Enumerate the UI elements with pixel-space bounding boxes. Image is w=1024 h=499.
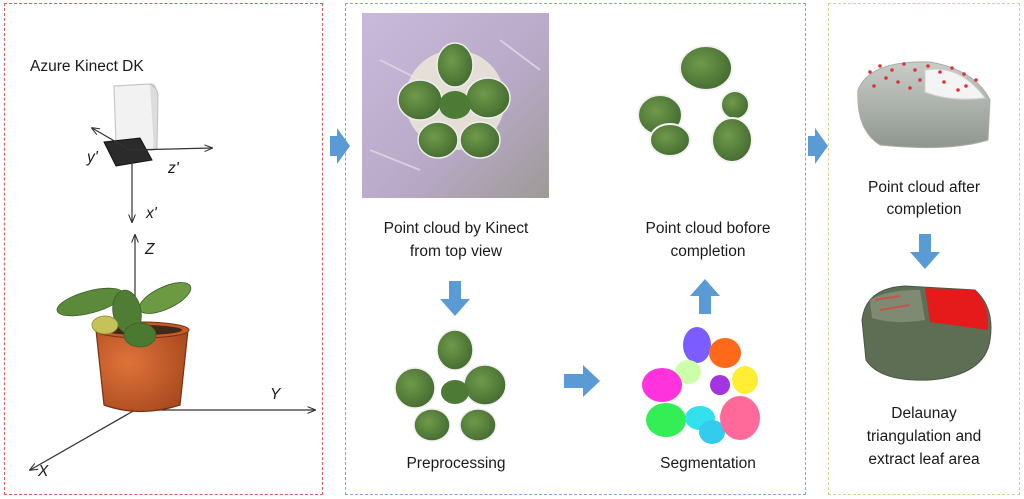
segmentation-label: Segmentation <box>660 455 756 472</box>
arrow-right-2 <box>808 128 828 164</box>
potted-plant <box>56 282 192 413</box>
completed-point-cloud <box>857 61 991 149</box>
after-completion-line2: completion <box>886 201 962 218</box>
kinect-caption-line2: from top view <box>409 243 503 260</box>
axis-x-prime-label: x' <box>146 205 157 222</box>
plant-top-view <box>397 42 511 159</box>
flow-arrows <box>330 128 940 397</box>
segmented-leaves <box>642 327 760 444</box>
kinect-device <box>103 83 159 167</box>
axis-y-prime-label: y' <box>87 149 98 166</box>
arrow-down-delaunay <box>910 234 940 269</box>
delaunay-line1: Delaunay <box>891 405 957 422</box>
axis-x-label: X <box>38 463 49 480</box>
arrow-right-segment <box>564 365 600 397</box>
arrow-right-1 <box>330 128 350 164</box>
delaunay-line3: extract leaf area <box>868 451 980 468</box>
device-label: Azure Kinect DK <box>30 58 144 75</box>
completion-panel <box>828 3 1020 495</box>
delaunay-line2: triangulation and <box>866 428 982 445</box>
camera-axes <box>92 128 212 222</box>
axis-z-prime-label: z' <box>168 160 179 177</box>
acquisition-panel <box>4 3 323 495</box>
preprocessed-plant <box>394 329 507 442</box>
processing-panel <box>345 3 806 495</box>
arrow-up-completion <box>690 279 720 314</box>
kinect-caption-line1: Point cloud by Kinect <box>383 220 529 237</box>
before-completion-line2: completion <box>670 243 746 260</box>
axis-y-label: Y <box>270 386 281 403</box>
point-cloud-before-completion <box>637 45 753 163</box>
before-completion-line1: Point cloud bofore <box>645 220 771 237</box>
preprocessing-label: Preprocessing <box>406 455 506 472</box>
after-completion-line1: Point cloud after <box>867 179 980 196</box>
arrow-down-preprocess <box>440 281 470 316</box>
delaunay-mesh <box>861 285 992 381</box>
axis-z-label: Z <box>145 241 155 258</box>
